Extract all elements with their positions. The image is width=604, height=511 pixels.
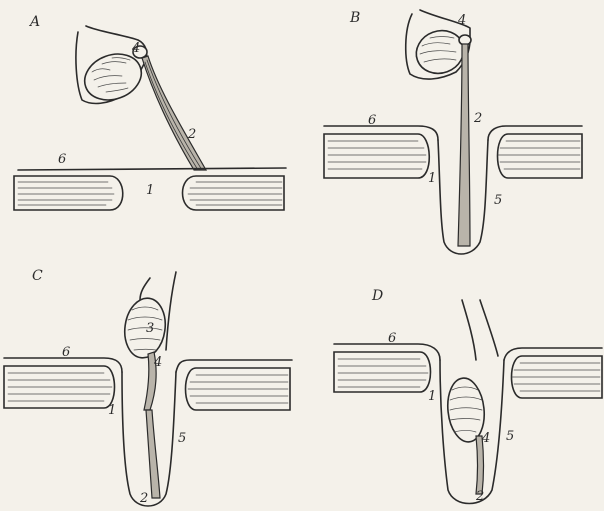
panel-b-label-2: 2 [473,111,482,126]
panel-a-label-2: 2 [187,127,196,142]
panel-c-gubernaculum [146,410,160,498]
panel-c-label-5: 5 [178,431,186,446]
panel-c-cord-right [166,272,176,350]
panel-d-label-2: 2 [475,489,484,504]
panel-a-label-6: 6 [58,152,66,167]
panel-d-cord-left [462,300,476,360]
panel-b-label-4: 4 [457,13,466,28]
panel-c-label-3: 3 [146,321,154,336]
panel-b-gubernaculum [458,44,470,246]
panel-b-label-1: 1 [428,171,436,186]
panel-c-letter: C [32,268,43,284]
panel-c: C 3 4 6 1 5 2 [4,268,292,506]
panel-c-label-6: 6 [62,345,70,360]
panel-d-label-6: 6 [388,331,396,346]
panel-d-muscle-left [334,352,431,392]
panel-d-label-1: 1 [428,389,436,404]
panel-d-label-5: 5 [506,429,514,444]
panel-d-letter: D [371,288,383,304]
panel-a-label-1: 1 [146,183,154,198]
panel-c-label-4: 4 [153,355,162,370]
panel-a-letter: A [28,14,40,30]
panel-d-cord-right [480,300,498,356]
panel-a-label-4: 4 [131,41,140,56]
panel-b-label-6: 6 [368,113,376,128]
panel-a: A 4 2 6 1 [14,14,286,210]
panel-b-label-5: 5 [494,193,502,208]
panel-c-label-1: 1 [108,403,116,418]
panel-b-letter: B [349,10,360,26]
panel-b-testis [410,24,469,80]
panel-c-cord-left [140,278,150,300]
panel-d-label-4: 4 [481,431,490,446]
panel-b-muscle-left [324,134,429,178]
panel-a-parietal-peritoneum [18,168,286,170]
panel-b: B 4 2 6 1 5 [324,10,582,254]
panel-c-label-2: 2 [139,491,148,506]
panel-d: D 6 1 4 5 2 [334,288,602,504]
panel-b-muscle-right [498,134,583,178]
